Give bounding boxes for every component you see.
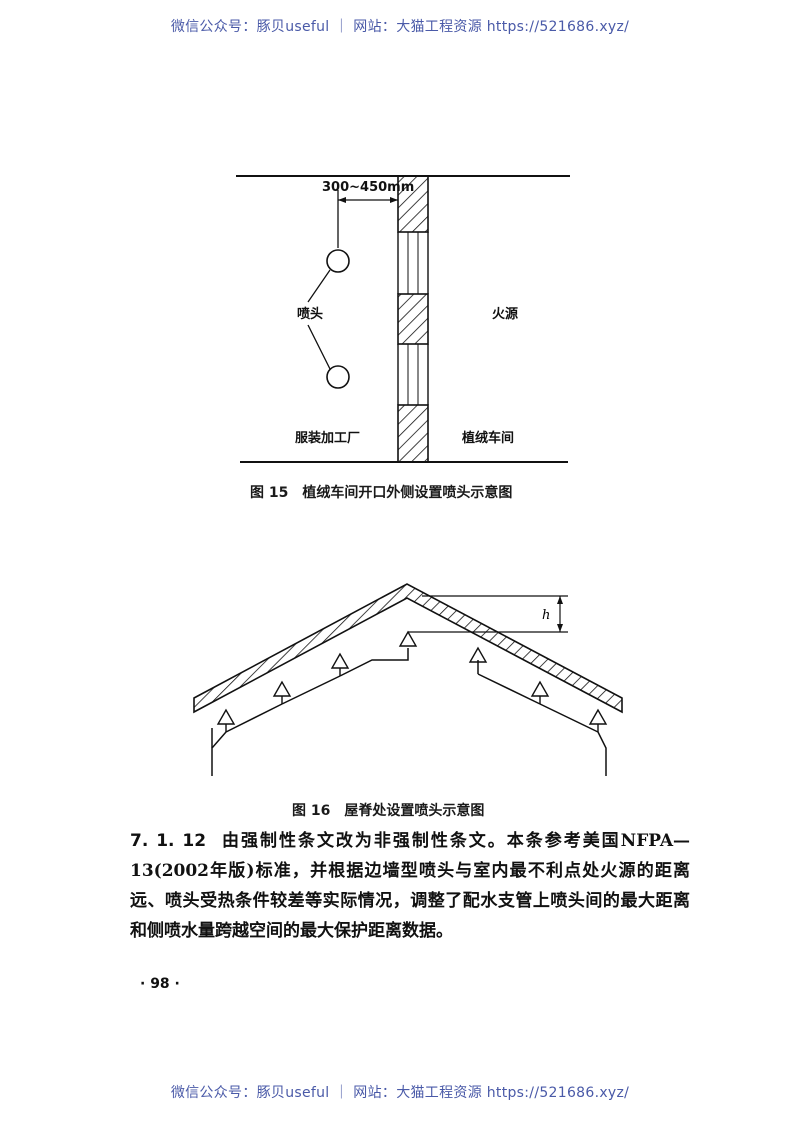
roof (193, 583, 623, 714)
section-text: 由强制性条文改为非强制性条文。本条参考美国NFPA—13(2002年版)标准，并… (130, 831, 691, 941)
height-label: h (542, 608, 550, 623)
left-room-label: 服装加工厂 (295, 430, 360, 446)
section-number: 7. 1. 12 (130, 831, 207, 851)
leader-line-upper (307, 269, 331, 303)
fire-source-label: 火源 (492, 306, 518, 322)
figure-15-caption: 图 15 植绒车间开口外侧设置喷头示意图 (250, 485, 513, 501)
sprinkler-upper (326, 249, 350, 273)
sprinkler-lower (326, 365, 350, 389)
dimension-label: 300~450mm (322, 180, 414, 195)
figure-16-diagram: h (193, 583, 623, 776)
wall (397, 175, 429, 463)
right-room-label: 植绒车间 (461, 430, 514, 446)
dimension-marker (337, 190, 398, 248)
page-number: · 98 · (140, 976, 180, 992)
watermark-bottom: 微信公众号：豚贝useful ｜ 网站：大猫工程资源 https://52168… (170, 1085, 630, 1101)
sprinkler-label: 喷头 (297, 306, 323, 322)
figure-16-caption: 图 16 屋脊处设置喷头示意图 (292, 803, 485, 819)
pipe-network (211, 648, 607, 776)
figure-15-diagram: 300~450mm 喷头 火源 服装加工厂 植绒车间 (236, 175, 570, 463)
height-dimension (408, 595, 568, 633)
sprinkler-heads (216, 630, 608, 732)
watermark-top: 微信公众号：豚贝useful ｜ 网站：大猫工程资源 https://52168… (170, 19, 630, 35)
leader-line-lower (307, 324, 331, 370)
